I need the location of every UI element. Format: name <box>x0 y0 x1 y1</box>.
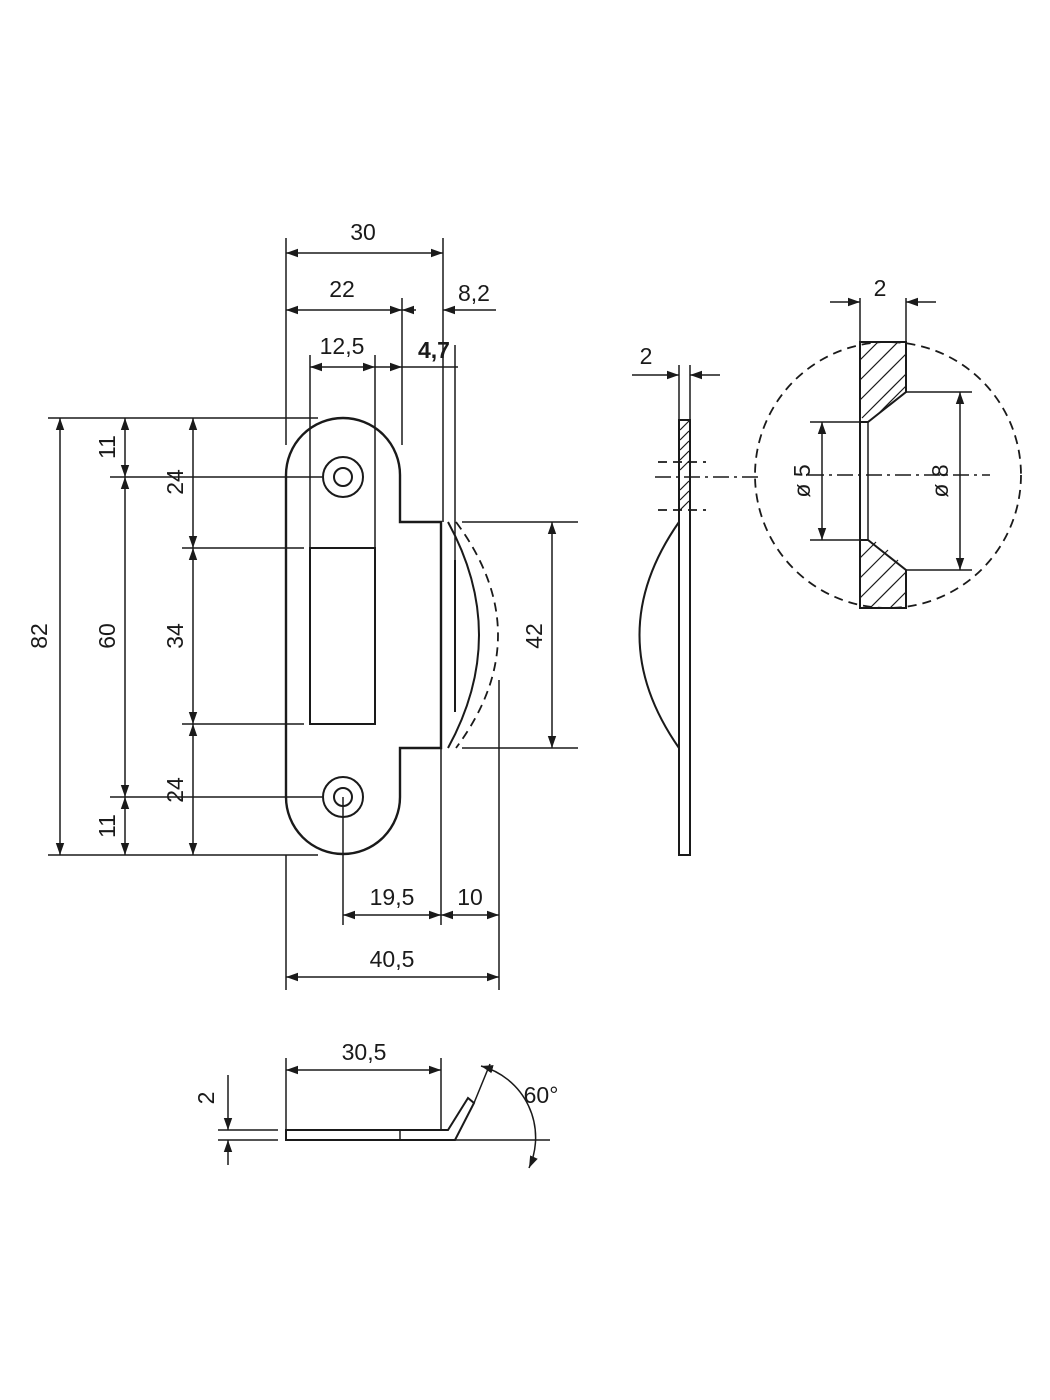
detail-view: 2 ø 5 ø 8 <box>754 275 1022 609</box>
label-10: 10 <box>457 884 483 910</box>
label-detail-2: 2 <box>874 275 887 301</box>
label-82: 82 <box>26 623 52 649</box>
label-11-top: 11 <box>94 435 120 459</box>
label-24-top: 24 <box>162 469 188 495</box>
label-dia-5: ø 5 <box>789 464 815 497</box>
section-hatch <box>679 420 690 511</box>
strike-plate-outline <box>284 416 443 856</box>
section-lower <box>859 539 907 609</box>
extension-lines <box>48 238 578 990</box>
label-8-2: 8,2 <box>458 280 490 306</box>
detail-circle <box>754 341 1022 609</box>
label-19-5: 19,5 <box>370 884 415 910</box>
dim-arc-60 <box>480 1065 538 1169</box>
label-60: 60 <box>94 623 120 649</box>
label-dia-8: ø 8 <box>927 464 953 497</box>
label-34: 34 <box>162 623 188 649</box>
label-side-2: 2 <box>640 343 653 369</box>
label-40-5: 40,5 <box>370 946 415 972</box>
bent-profile <box>285 1096 476 1141</box>
label-11-bottom: 11 <box>94 814 120 838</box>
label-60-deg: 60° <box>524 1082 559 1108</box>
label-12-5: 12,5 <box>320 333 365 359</box>
label-24-bottom: 24 <box>162 777 188 803</box>
section-upper <box>859 341 907 423</box>
lip-side-profile <box>638 521 680 749</box>
screw-hole-top <box>322 456 364 498</box>
label-thickness-2: 2 <box>193 1092 219 1105</box>
label-30-5: 30,5 <box>342 1039 387 1065</box>
label-30: 30 <box>350 219 376 245</box>
lip-projection-dashed <box>455 521 499 749</box>
detail-hatch <box>859 342 907 608</box>
side-view: 2 <box>632 343 760 856</box>
label-22: 22 <box>329 276 355 302</box>
label-4-7: 4,7 <box>418 337 450 363</box>
label-42: 42 <box>521 623 547 649</box>
bottom-view: 30,5 2 60° <box>193 1039 559 1169</box>
bent-lip <box>447 521 480 749</box>
plate-edge <box>678 419 691 856</box>
latch-slot <box>309 547 376 725</box>
front-view: 30 22 8,2 12,5 4,7 82 60 11 11 24 34 24 … <box>26 219 578 990</box>
